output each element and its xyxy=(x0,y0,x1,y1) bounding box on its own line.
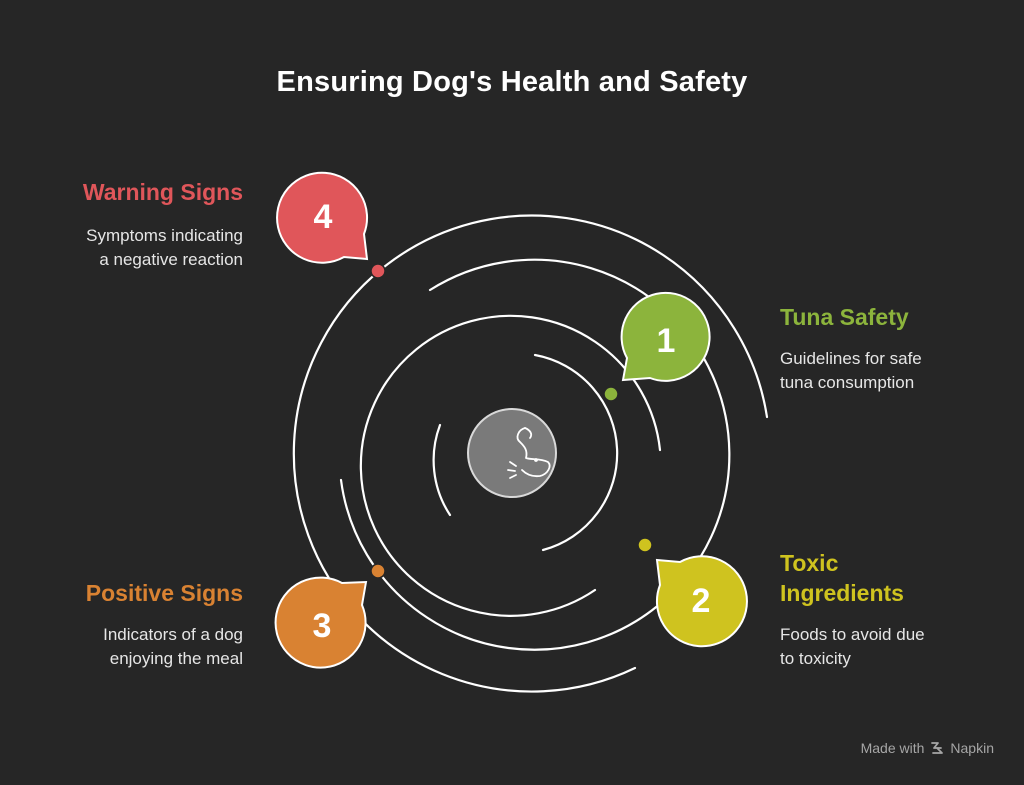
item-2-desc-line-1: Foods to avoid due xyxy=(780,625,925,644)
item-4-desc-line-1: Symptoms indicating xyxy=(86,226,243,245)
made-with-napkin-badge[interactable]: Made with Napkin xyxy=(861,740,994,756)
item-3-desc-line-2: enjoying the meal xyxy=(109,649,243,668)
item-3-label: Positive Signs xyxy=(85,580,243,606)
badge-item-1: 1 xyxy=(620,291,711,382)
item-2-description: Foods to avoid due to toxicity xyxy=(780,623,1000,671)
made-with-text: Made with xyxy=(860,740,925,756)
dot-item-3 xyxy=(370,563,386,579)
item-3-desc-line-1: Indicators of a dog xyxy=(103,625,243,644)
orbit-arc-inner xyxy=(533,353,619,552)
dot-item-1 xyxy=(603,386,619,402)
item-1-desc-line-2: tuna consumption xyxy=(780,373,915,392)
dot-item-4 xyxy=(370,263,386,279)
item-2-desc-line-2: to toxicity xyxy=(780,649,851,668)
item-4-desc-line-2: a negative reaction xyxy=(99,250,243,269)
badge-item-3: 3 xyxy=(274,576,368,669)
item-3-description: Indicators of a dog enjoying the meal xyxy=(40,623,243,671)
item-1-description: Guidelines for safe tuna consumption xyxy=(780,347,1000,395)
item-1-label: Tuna Safety xyxy=(780,304,909,330)
orbit-arc-2 xyxy=(339,258,731,651)
orbit-arc-outer xyxy=(292,214,769,693)
item-2-label-line-1: Toxic xyxy=(780,550,839,576)
dot-item-2 xyxy=(637,537,653,553)
item-4-label: Warning Signs xyxy=(82,179,243,205)
napkin-brand-text: Napkin xyxy=(950,740,994,756)
item-1-desc-line-1: Guidelines for safe xyxy=(780,349,922,368)
orbit-arc-inner-left xyxy=(432,423,452,517)
badge-item-4: 4 xyxy=(276,171,369,264)
badge-number-1: 1 xyxy=(657,322,676,360)
dog-head-icon xyxy=(507,427,551,479)
item-4-description: Symptoms indicating a negative reaction xyxy=(40,224,243,272)
badge-number-2: 2 xyxy=(692,582,711,620)
page-title: Ensuring Dog's Health and Safety xyxy=(276,66,748,98)
badge-item-2: 2 xyxy=(655,555,748,648)
orbit-arc-3 xyxy=(359,314,662,617)
orbit-arcs xyxy=(292,214,769,693)
badge-number-4: 4 xyxy=(314,198,333,236)
item-2-label-line-2: Ingredients xyxy=(780,580,904,606)
item-2-label: Toxic Ingredients xyxy=(780,548,1000,608)
napkin-logo-icon xyxy=(931,742,944,754)
center-node xyxy=(467,408,557,498)
badge-number-3: 3 xyxy=(313,607,332,645)
